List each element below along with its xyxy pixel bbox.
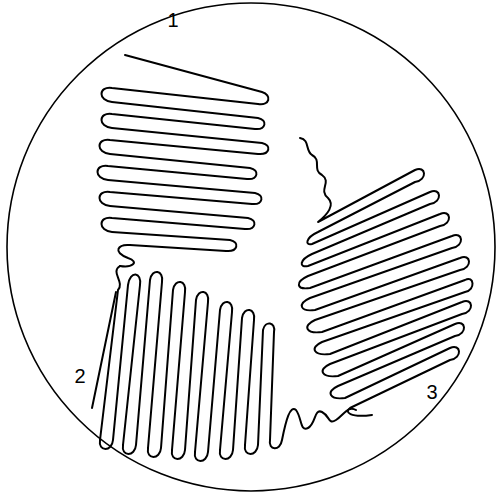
callout-number: 1 [167, 10, 178, 30]
callout-number: 2 [74, 366, 85, 386]
streak-two-stray [92, 292, 116, 408]
plate-rim [7, 3, 495, 491]
callout-number: 3 [426, 382, 437, 402]
streak-three [299, 138, 473, 416]
streak-one [98, 55, 269, 266]
